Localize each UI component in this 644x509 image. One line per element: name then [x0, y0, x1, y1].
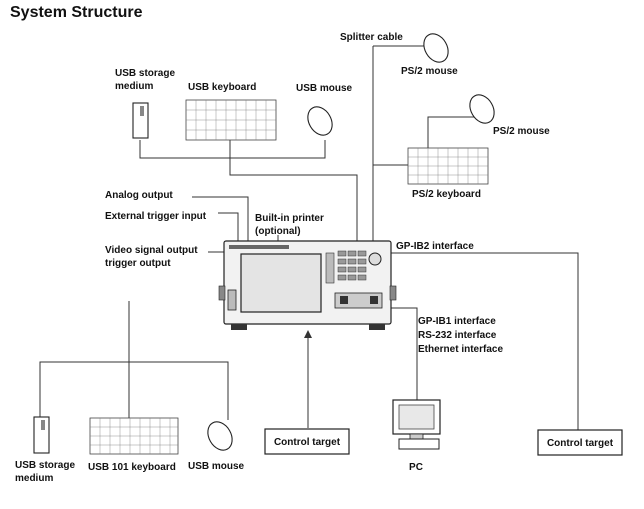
right-foot — [369, 324, 385, 330]
label-analog-output: Analog output — [105, 190, 173, 201]
control-target-box — [537, 429, 623, 456]
label-control-target: Control target — [274, 437, 341, 448]
instrument — [218, 240, 397, 330]
label-usb-storage: USB storage — [15, 460, 75, 471]
usb-port — [227, 289, 237, 311]
printer-slot — [229, 245, 289, 249]
right-handle — [389, 285, 397, 301]
rotary-knob — [368, 252, 382, 266]
label-rs232: RS-232 interface — [418, 330, 497, 341]
label-usb-storage: USB storage — [115, 68, 175, 79]
label-control-target: Control target — [547, 438, 614, 449]
label-splitter-cable: Splitter cable — [340, 32, 403, 43]
mouse-icon — [207, 421, 233, 451]
label-usb-storage-medium: medium — [15, 473, 53, 484]
keyboard-icon — [89, 417, 179, 455]
label-usb-keyboard: USB keyboard — [188, 82, 256, 93]
left-foot — [231, 324, 247, 330]
mouse-icon — [469, 94, 495, 124]
label-pc: PC — [409, 462, 423, 473]
instrument-screen — [240, 253, 322, 313]
usb-storage-icon — [132, 102, 149, 139]
label-builtin-printer: Built-in printer — [255, 213, 324, 224]
label-gpib1: GP-IB1 interface — [418, 316, 496, 327]
keyboard-icon — [185, 99, 277, 141]
left-handle — [218, 285, 226, 301]
page-title: System Structure — [10, 4, 143, 21]
label-builtin-printer-optional: (optional) — [255, 226, 301, 237]
label-external-trigger-input: External trigger input — [105, 211, 207, 222]
connection-lines — [39, 45, 579, 430]
label-usb-storage-medium: medium — [115, 81, 153, 92]
front-panel-keys — [337, 250, 367, 281]
label-ps2-mouse: PS/2 mouse — [493, 126, 550, 137]
mouse-icon — [307, 106, 333, 136]
side-keys — [325, 252, 335, 284]
label-video-signal-output: Video signal output — [105, 245, 198, 256]
keyboard-icon — [407, 147, 489, 185]
mouse-icon — [423, 33, 449, 63]
pc-icon — [392, 399, 441, 450]
label-ps2-keyboard: PS/2 keyboard — [412, 189, 481, 200]
usb-storage-icon — [33, 416, 50, 454]
label-gpib2: GP-IB2 interface — [396, 241, 474, 252]
label-trigger-output: trigger output — [105, 258, 171, 269]
label-ethernet: Ethernet interface — [418, 344, 503, 355]
label-usb-mouse: USB mouse — [188, 461, 245, 472]
label-usb-101-keyboard: USB 101 keyboard — [88, 462, 176, 473]
label-usb-mouse: USB mouse — [296, 83, 353, 94]
control-target-box — [264, 428, 350, 455]
label-ps2-mouse: PS/2 mouse — [401, 66, 458, 77]
